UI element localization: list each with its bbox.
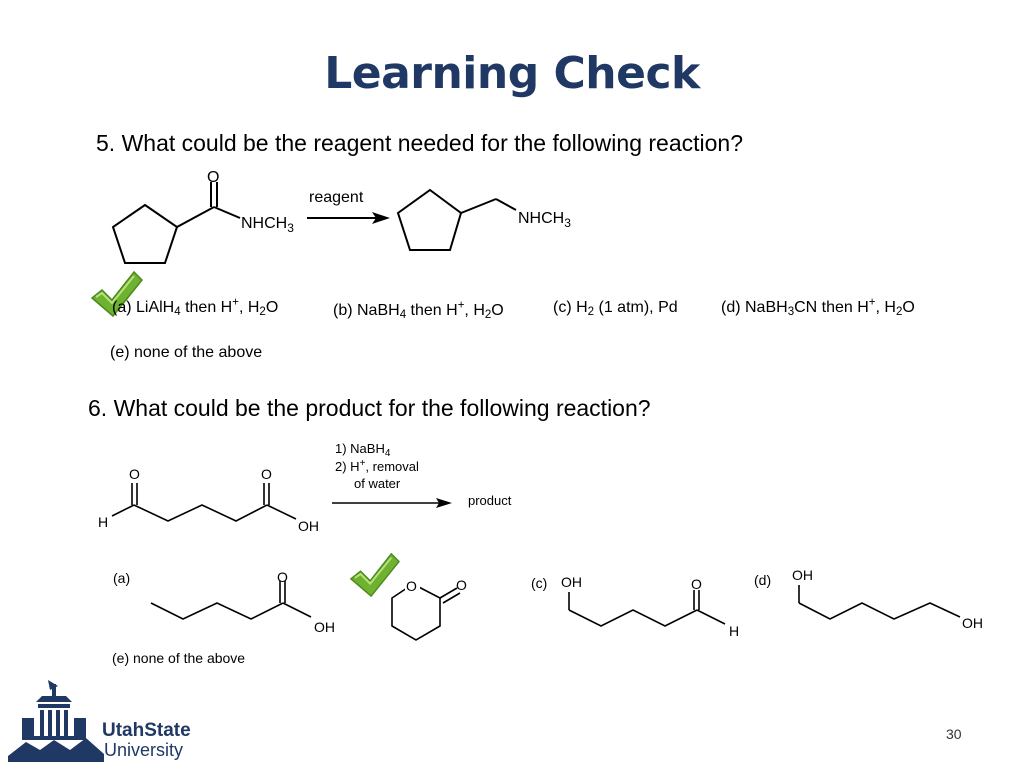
arrow-label-reagent: reagent <box>309 189 364 206</box>
svg-text:O: O <box>406 578 417 594</box>
university-building-icon <box>8 680 104 762</box>
cyclopentane-ring-product <box>396 188 463 251</box>
cyclopentane-ring-reactant <box>111 203 179 264</box>
option-6c-structure[interactable]: OH O H <box>555 568 755 643</box>
svg-text:OH: OH <box>561 574 582 590</box>
option-5c[interactable]: (c) H2 (1 atm), Pd <box>553 299 678 318</box>
question-5-reaction-scheme: O NHCH3 reagent NHCH3 <box>111 169 571 264</box>
svg-text:2) H+, removal: 2) H+, removal <box>335 458 419 474</box>
checkmark-icon <box>349 552 400 598</box>
option-6a-label[interactable]: (a) <box>113 570 131 586</box>
svg-text:OH: OH <box>314 619 335 635</box>
svg-text:of water: of water <box>354 476 401 491</box>
logo-text-utahstate: UtahState <box>102 720 191 741</box>
svg-text:H: H <box>98 514 108 530</box>
option-6d-label[interactable]: (d) <box>754 572 772 588</box>
svg-text:O: O <box>261 466 272 482</box>
svg-text:O: O <box>129 466 140 482</box>
svg-text:NHCH3: NHCH3 <box>518 210 571 230</box>
page-number: 30 <box>946 726 962 742</box>
option-6c-label[interactable]: (c) <box>531 575 548 591</box>
svg-text:OH: OH <box>298 518 319 534</box>
svg-text:NHCH3: NHCH3 <box>241 215 294 235</box>
option-5a[interactable]: (a) LiAlH4 then H+, H2O <box>112 296 279 318</box>
page-title: Learning Check <box>324 48 700 99</box>
svg-text:OH: OH <box>962 615 983 631</box>
option-6b-structure[interactable]: O O <box>378 572 478 652</box>
reactant-amide-label: NHCH <box>241 215 287 232</box>
option-5b[interactable]: (b) NaBH4 then H+, H2O <box>333 299 504 321</box>
logo-text-university: University <box>104 740 184 760</box>
option-6a-structure[interactable]: O OH <box>145 565 355 640</box>
question-5-text: 5. What could be the reagent needed for … <box>96 130 743 156</box>
option-5e[interactable]: (e) none of the above <box>110 344 263 361</box>
arrow-label-product: product <box>468 493 512 508</box>
svg-text:O: O <box>691 576 702 592</box>
svg-text:1) NaBH4: 1) NaBH4 <box>335 441 391 459</box>
svg-text:O: O <box>277 569 288 585</box>
reactant-carbonyl-oxygen: O <box>207 169 219 186</box>
option-6e[interactable]: (e) none of the above <box>112 650 246 666</box>
option-6d-structure[interactable]: OH OH <box>790 562 1000 637</box>
svg-text:OH: OH <box>792 567 813 583</box>
product-amine-label: NHCH <box>518 210 564 227</box>
checkmark-icon <box>90 270 144 318</box>
svg-text:H: H <box>729 623 739 639</box>
question-6-text: 6. What could be the product for the fol… <box>88 395 651 421</box>
option-5d[interactable]: (d) NaBH3CN then H+, H2O <box>721 296 915 318</box>
svg-text:O: O <box>456 577 467 593</box>
question-6-reaction-scheme: O H O OH 1) NaBH4 2) H+, removal of wate… <box>98 441 512 534</box>
